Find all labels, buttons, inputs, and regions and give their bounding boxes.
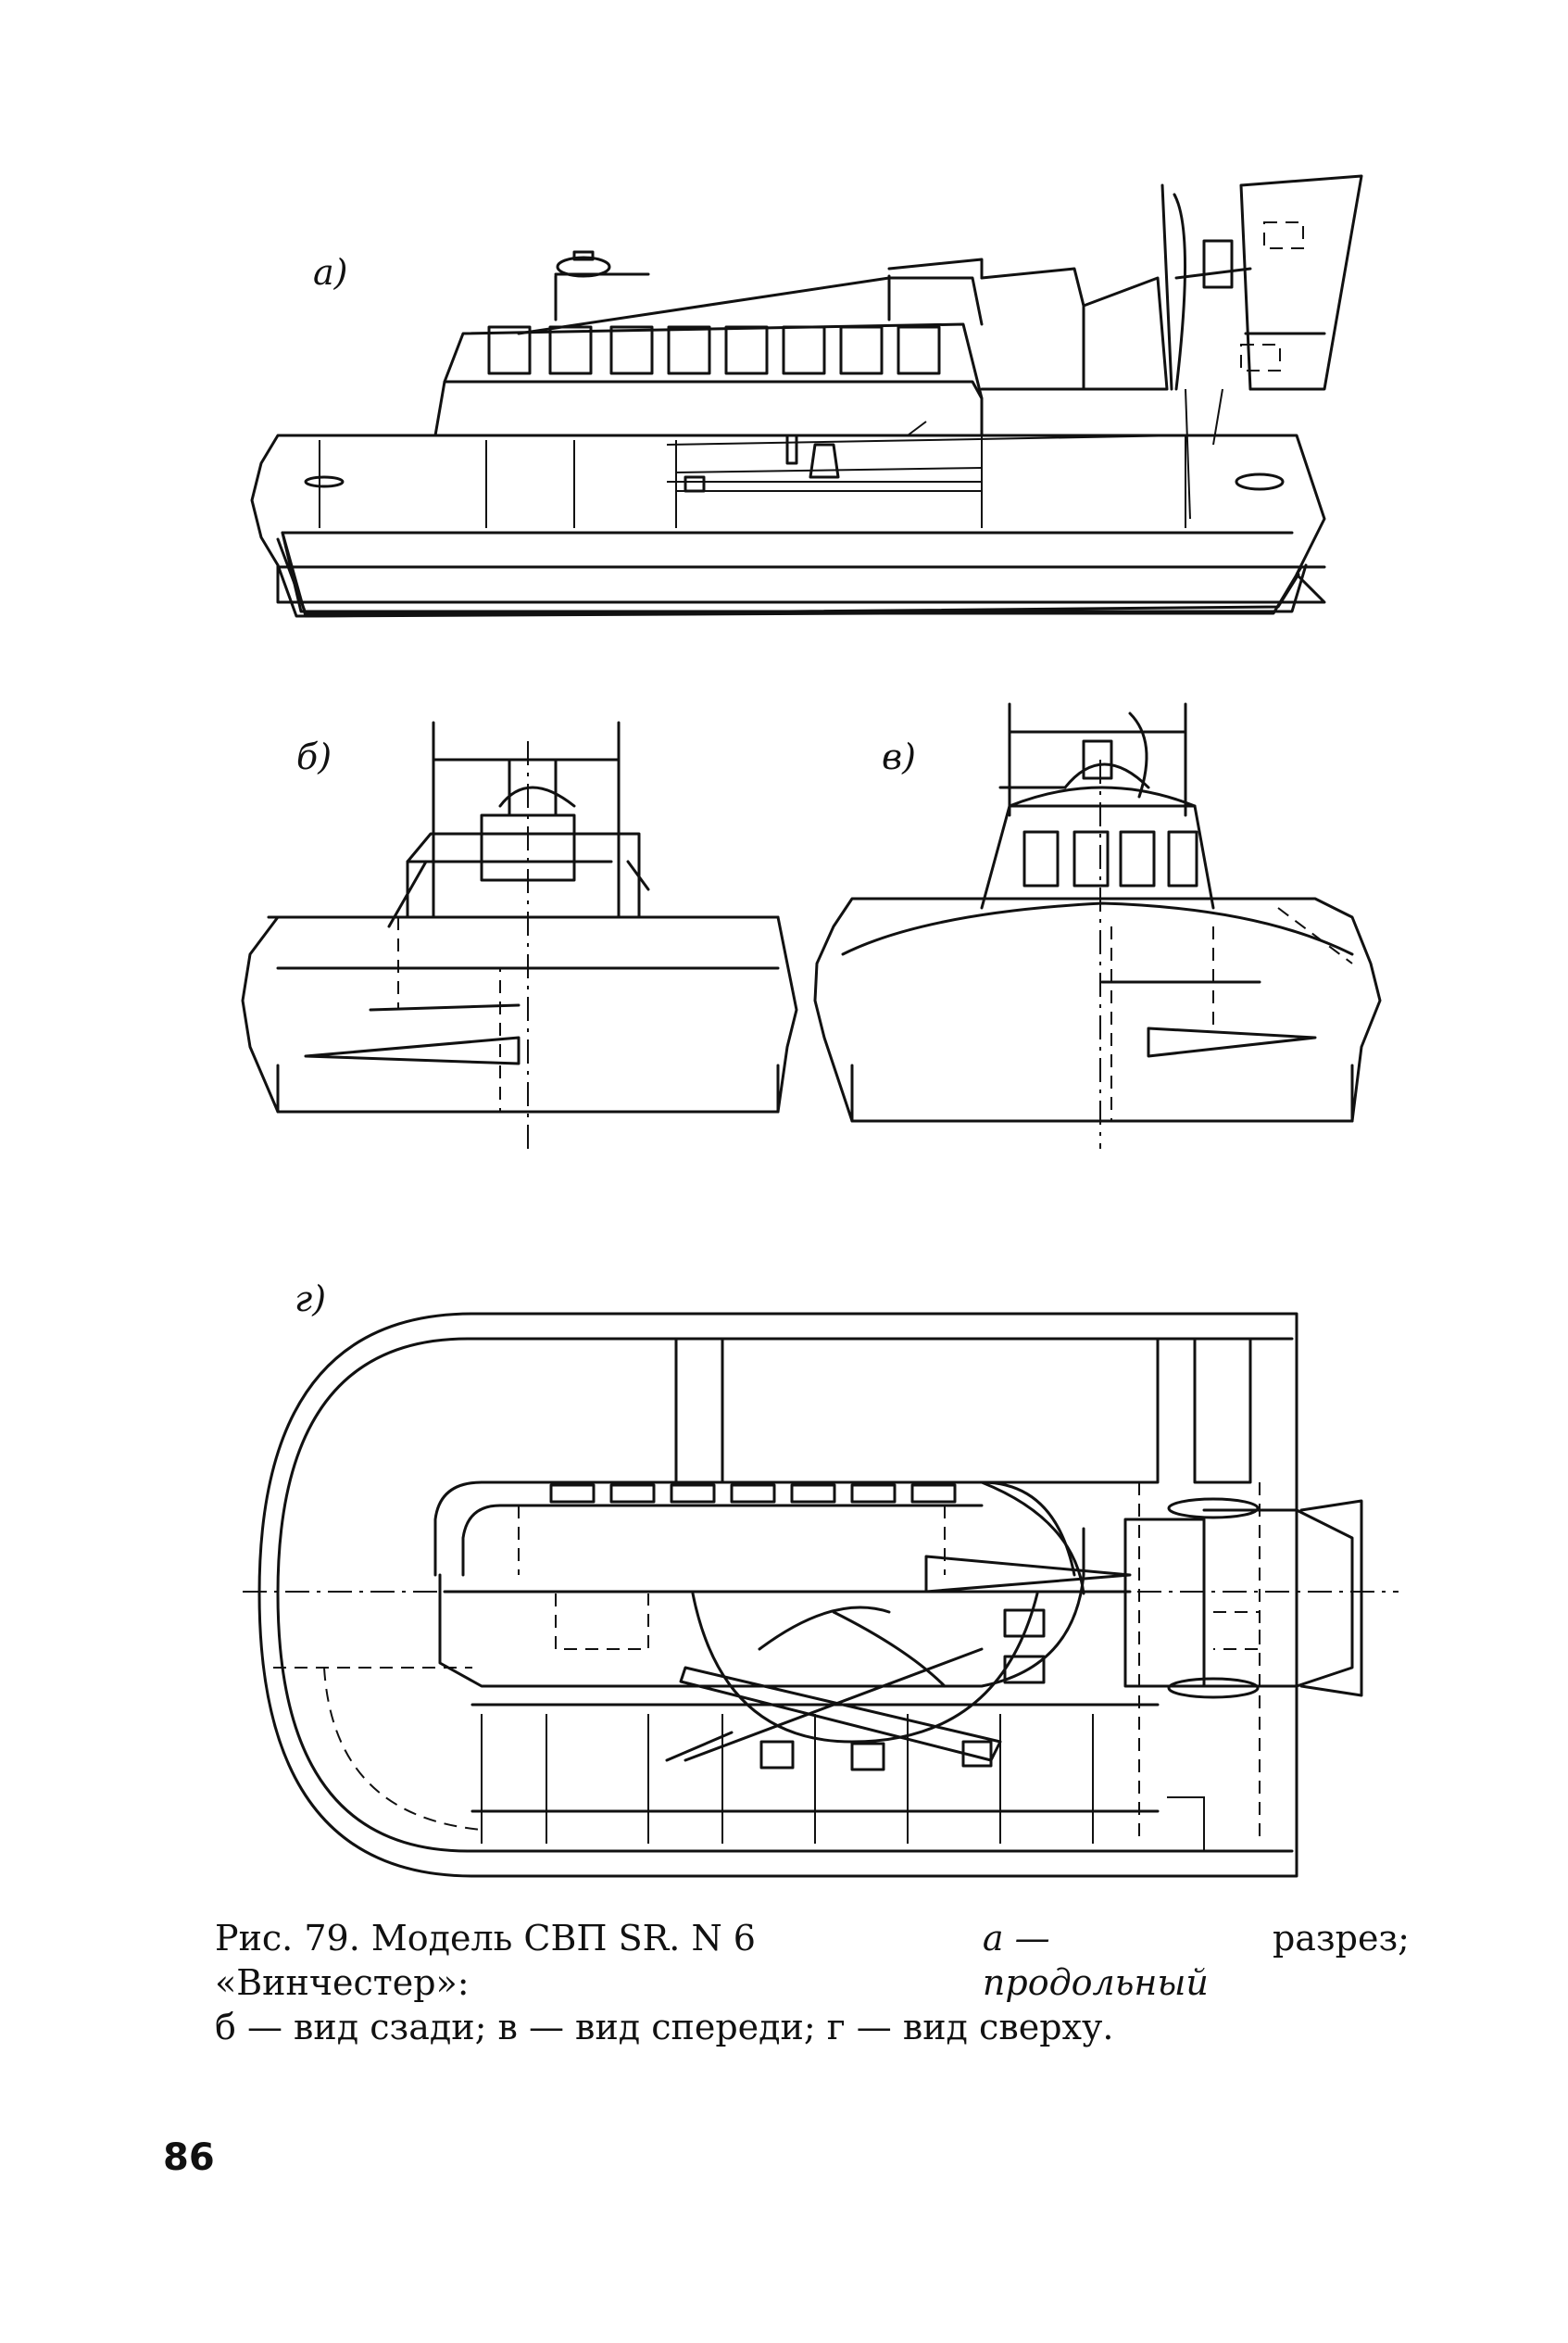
caption-figure-title: Рис. 79. Модель СВП SR. N 6 «Винчестер»:	[215, 1918, 756, 2003]
caption-line-2: б — вид сзади; в — вид спереди; г — вид …	[215, 2007, 1114, 2047]
front-view	[815, 704, 1380, 1149]
panel-label-b: б)	[296, 737, 332, 777]
caption-part-a: а — продольный	[982, 1918, 1209, 2003]
figure-caption: Рис. 79. Модель СВП SR. N 6 «Винчестер»:…	[215, 1916, 1410, 2049]
panel-label-v: в)	[882, 737, 916, 777]
top-windows	[551, 1485, 955, 1502]
rear-view	[243, 723, 797, 1149]
page-number: 86	[163, 2136, 215, 2179]
panel-label-g: г)	[295, 1279, 327, 1319]
side-section-view	[252, 176, 1361, 616]
top-view	[243, 1314, 1399, 1876]
cabin-windows	[489, 327, 939, 373]
caption-part-a-tail: разрез;	[1272, 1918, 1410, 1959]
caption-line-1: Рис. 79. Модель СВП SR. N 6 «Винчестер»:…	[215, 1916, 1410, 2005]
panel-label-a: а)	[313, 252, 348, 293]
